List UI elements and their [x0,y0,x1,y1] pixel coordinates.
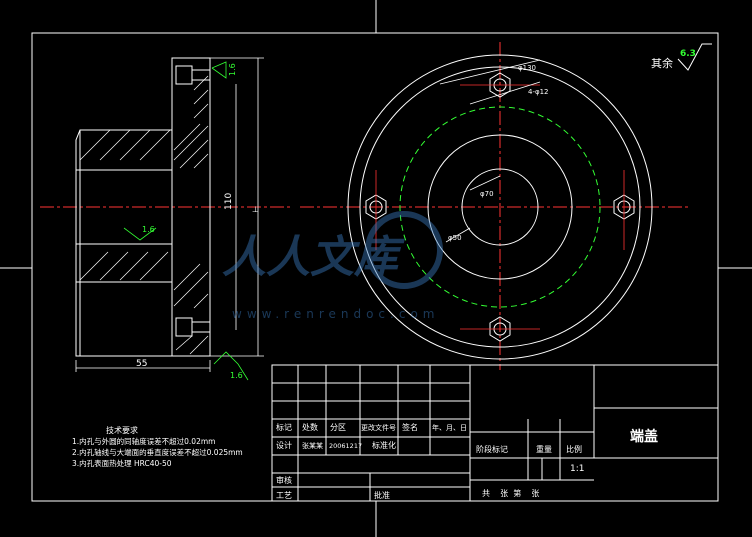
designer-name: 张某某 [302,441,323,450]
roughness-note-label: 其余 [651,56,673,70]
dim-mid: φ50 [448,234,462,242]
roughness-top-icon [211,61,227,79]
dim-length: 55 [136,359,147,369]
roughness-left-icon [123,227,157,241]
process-label: 工艺 [276,491,292,500]
part-name: 端盖 [630,428,658,445]
watermark-text: 人人文库 [222,232,405,283]
section-hatching [79,75,209,355]
tech-requirements: 技术要求 1.内孔与外圆的同轴度误差不超过0.02mm 2.内孔轴线与大端面的垂… [72,425,243,468]
roughness-top: 1.6 [228,63,237,76]
front-view: φ130 4-φ12 φ70 φ50 [300,42,690,370]
tech-item-1: 1.内孔与外圆的同轴度误差不超过0.02mm [72,436,215,446]
dim-hole: 4-φ12 [528,88,549,96]
bolt-circle [399,106,601,308]
designer-date: 20061217 [329,442,362,450]
header-sign: 签名 [402,422,418,432]
roughness-note: 其余 6.3 [651,43,712,71]
title-block-text: 端盖 1:1 标记 处数 分区 更改文件号 签名 年、月、日 设计 张某某 20… [276,422,658,500]
designer-label: 设计 [276,440,292,450]
datum-marker-icon: ⊥ [252,205,259,214]
approve-label: 批准 [374,490,390,500]
dim-bolt-circle: φ130 [518,64,536,72]
scale-label: 比例 [566,444,582,454]
tech-item-2: 2.内孔轴线与大端面的垂直度误差不超过0.025mm [72,447,243,457]
roughness-bottom-icon [213,351,249,381]
title-block [271,364,719,502]
header-zone: 分区 [330,423,346,432]
roughness-symbol-icon [677,43,712,71]
stage-marker: 阶段标记 [476,444,508,454]
header-count: 处数 [302,422,318,432]
header-marker: 标记 [276,422,292,432]
dim-height: 110 [224,193,234,210]
dim-bore: φ70 [480,190,494,198]
watermark: 人人文库 www.renrendoc.com [222,211,443,321]
sheet-count: 共 张 第 张 [482,488,539,498]
tech-item-3: 3.内孔表面热处理 HRC40-50 [72,458,172,468]
bolt-holes [365,72,635,342]
header-change-doc: 更改文件号 [361,423,396,432]
standardization: 标准化 [372,440,396,450]
roughness-left: 1.6 [142,225,155,234]
header-date: 年、月、日 [432,423,467,432]
side-view: 110 55 1.6 1.6 1.6 ⊥ [40,57,290,381]
roughness-bottom: 1.6 [230,371,243,380]
review-label: 审核 [276,475,292,485]
weight-label: 重量 [536,444,552,454]
watermark-url: www.renrendoc.com [232,307,439,321]
scale: 1:1 [570,464,584,474]
tech-title: 技术要求 [106,425,138,435]
roughness-note-value: 6.3 [680,49,696,59]
